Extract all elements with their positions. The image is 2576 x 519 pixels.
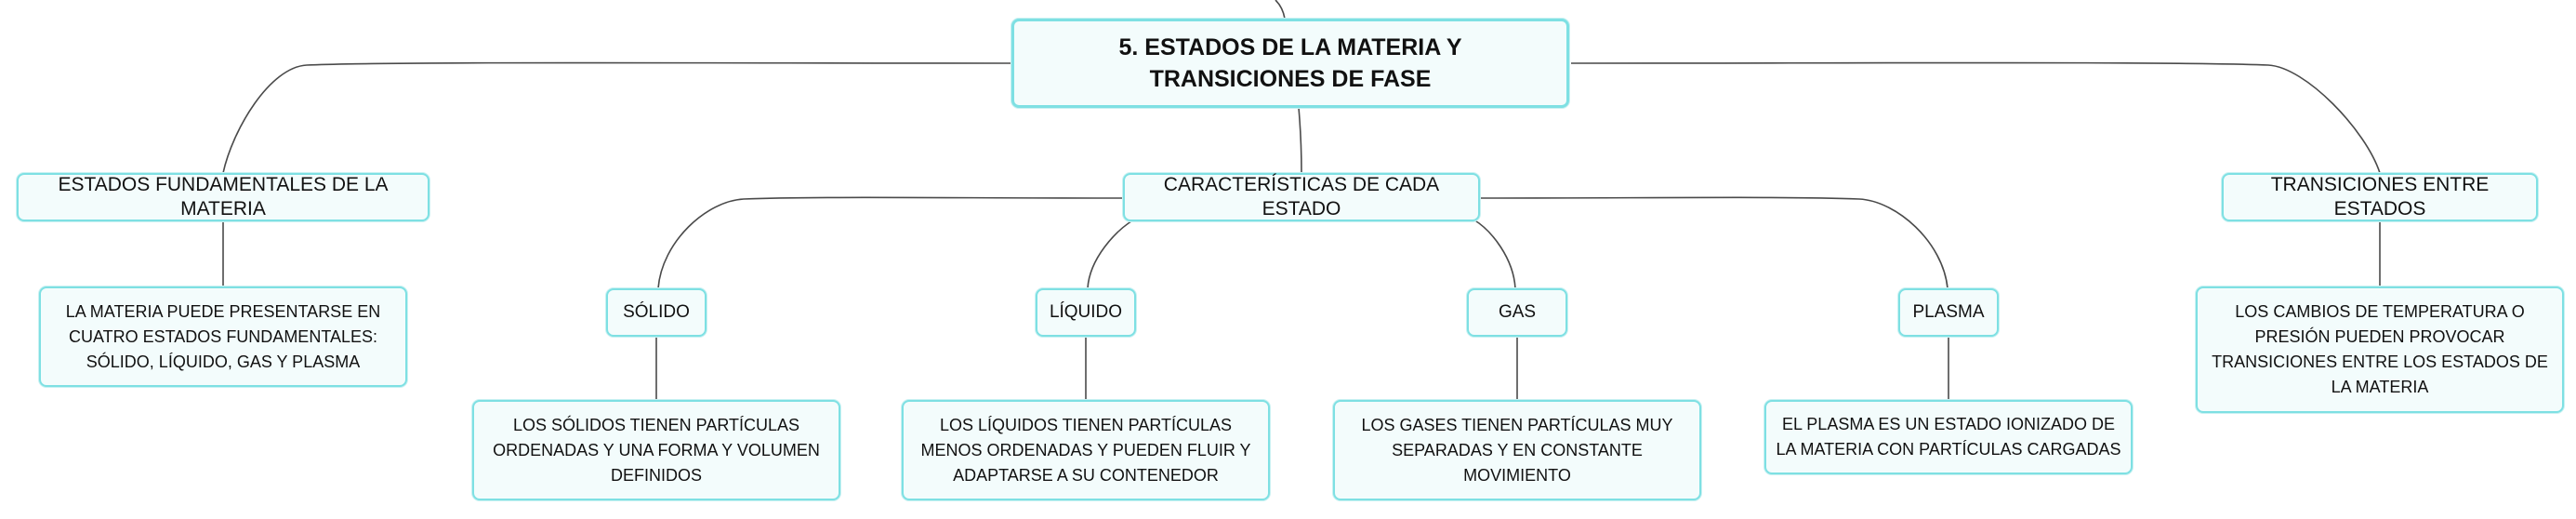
- detail-liquid[interactable]: LOS LÍQUIDOS TIENEN PARTÍCULAS MENOS ORD…: [902, 400, 1270, 500]
- detail-solid-text: LOS SÓLIDOS TIENEN PARTÍCULAS ORDENADAS …: [493, 415, 820, 485]
- connector-root-characteristics: [1298, 107, 1302, 174]
- detail-solid[interactable]: LOS SÓLIDOS TIENEN PARTÍCULAS ORDENADAS …: [472, 400, 840, 500]
- root-topic-label: 5. ESTADOS DE LA MATERIA Y TRANSICIONES …: [1118, 34, 1462, 92]
- connector-root-transitions: [1570, 61, 2381, 174]
- detail-plasma-text: EL PLASMA ES UN ESTADO IONIZADO DE LA MA…: [1776, 415, 2121, 459]
- topic-fundamental-states[interactable]: ESTADOS FUNDAMENTALES DE LA MATERIA: [17, 173, 429, 221]
- detail-liquid-text: LOS LÍQUIDOS TIENEN PARTÍCULAS MENOS ORD…: [920, 415, 1251, 485]
- topic-liquid[interactable]: LÍQUIDO: [1036, 288, 1136, 337]
- connector-root-fundamentals: [222, 61, 1014, 174]
- connector-characteristics-liquid: [1087, 219, 1135, 289]
- connector-root-parent: [1275, 0, 1286, 20]
- topic-plasma[interactable]: PLASMA: [1898, 288, 1999, 337]
- root-topic[interactable]: 5. ESTADOS DE LA MATERIA Y TRANSICIONES …: [1011, 19, 1569, 108]
- detail-fundamental-states[interactable]: LA MATERIA PUEDE PRESENTARSE EN CUATRO E…: [39, 286, 407, 387]
- topic-solid[interactable]: SÓLIDO: [606, 288, 707, 337]
- topic-liquid-label: LÍQUIDO: [1049, 302, 1123, 322]
- connector-characteristics-gas: [1473, 219, 1516, 289]
- topic-plasma-label: PLASMA: [1912, 302, 1985, 322]
- connector-characteristics-solid: [657, 196, 1126, 289]
- detail-transitions[interactable]: LOS CAMBIOS DE TEMPERATURA O PRESIÓN PUE…: [2196, 286, 2564, 413]
- detail-fundamental-states-text: LA MATERIA PUEDE PRESENTARSE EN CUATRO E…: [65, 301, 381, 371]
- topic-gas[interactable]: GAS: [1467, 288, 1567, 337]
- connector-characteristics-plasma: [1477, 196, 1949, 289]
- detail-plasma[interactable]: EL PLASMA ES UN ESTADO IONIZADO DE LA MA…: [1764, 400, 2133, 474]
- topic-fundamental-states-label: ESTADOS FUNDAMENTALES DE LA MATERIA: [58, 174, 389, 220]
- topic-characteristics-label: CARACTERÍSTICAS DE CADA ESTADO: [1163, 174, 1440, 220]
- topic-transitions-label: TRANSICIONES ENTRE ESTADOS: [2270, 174, 2490, 220]
- detail-gas-text: LOS GASES TIENEN PARTÍCULAS MUY SEPARADA…: [1361, 415, 1673, 485]
- topic-transitions[interactable]: TRANSICIONES ENTRE ESTADOS: [2222, 173, 2538, 221]
- topic-solid-label: SÓLIDO: [623, 302, 690, 322]
- topic-gas-label: GAS: [1498, 302, 1537, 322]
- detail-gas[interactable]: LOS GASES TIENEN PARTÍCULAS MUY SEPARADA…: [1333, 400, 1701, 500]
- topic-characteristics[interactable]: CARACTERÍSTICAS DE CADA ESTADO: [1123, 173, 1480, 221]
- detail-transitions-text: LOS CAMBIOS DE TEMPERATURA O PRESIÓN PUE…: [2212, 302, 2548, 396]
